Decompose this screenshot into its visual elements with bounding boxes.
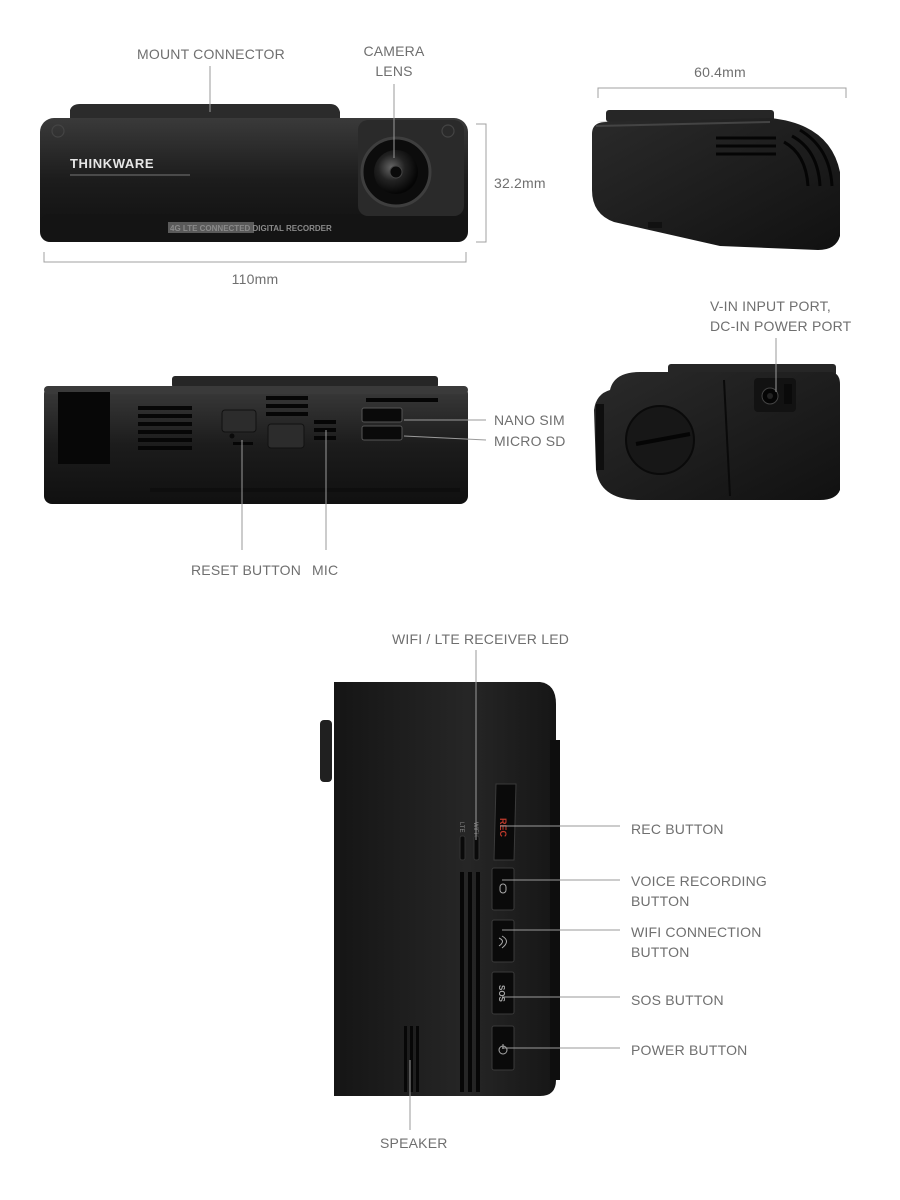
sos-button-text: SOS <box>497 985 506 1003</box>
top-view <box>44 376 468 504</box>
brand-logo: THINKWARE <box>70 156 154 171</box>
mount-connector-label: MOUNT CONNECTOR <box>137 46 285 62</box>
wifi-icon <box>498 935 507 949</box>
rec-button-label: REC BUTTON <box>631 821 724 837</box>
depth-dimension-label: 60.4mm <box>694 64 746 80</box>
v-in-port-label-line2: DC-IN POWER PORT <box>710 318 852 334</box>
back-view: LTE WiFi REC SOS <box>320 682 560 1096</box>
width-dimension-label: 110mm <box>231 271 279 287</box>
wifi-connection-label-line2: BUTTON <box>631 944 690 960</box>
side-view <box>592 110 840 250</box>
height-dimension-label: 32.2mm <box>494 175 546 191</box>
front-view: THINKWARE 4G LTE CONNECTED DIGITAL RECOR… <box>40 104 468 242</box>
speaker-label: SPEAKER <box>380 1135 448 1151</box>
power-button-label: POWER BUTTON <box>631 1042 748 1058</box>
v-in-port-label-line1: V-IN INPUT PORT, <box>710 298 831 314</box>
rec-button-text: REC <box>498 818 508 838</box>
leader-lines <box>209 66 777 1130</box>
camera-lens-label-line2: LENS <box>375 63 413 79</box>
micro-sd-slot <box>361 425 403 441</box>
mic-hole <box>233 442 253 445</box>
top-vent-right <box>266 396 336 440</box>
camera-lens-label-line1: CAMERA <box>363 43 425 59</box>
sos-button-label: SOS BUTTON <box>631 992 724 1008</box>
micro-sd-label: MICRO SD <box>494 433 566 449</box>
top-vent-left <box>138 406 192 450</box>
camera-lens-label: CAMERA LENS <box>354 41 434 81</box>
voice-recording-label-line2: BUTTON <box>631 893 690 909</box>
nano-sim-label: NANO SIM <box>494 412 565 428</box>
microphone-icon <box>499 883 507 894</box>
mic-label: MIC <box>312 562 339 578</box>
lte-led-label: LTE <box>458 822 464 833</box>
nano-sim-slot <box>361 407 403 423</box>
voice-recording-label-line1: VOICE RECORDING <box>631 873 768 889</box>
side-vent <box>716 136 776 156</box>
voice-recording-button-label: VOICE RECORDING BUTTON <box>631 871 767 911</box>
wifi-led-label: WiFi <box>472 822 478 834</box>
reset-hole <box>229 433 235 439</box>
back-vent <box>460 872 480 1092</box>
dimension-lines <box>43 87 847 263</box>
led-label: WIFI / LTE RECEIVER LED <box>392 631 570 647</box>
wifi-connection-label-line1: WIFI CONNECTION <box>631 924 762 940</box>
led-indicators: LTE WiFi <box>458 822 480 861</box>
reset-button-label: RESET BUTTON <box>191 562 302 578</box>
wifi-connection-button-label: WIFI CONNECTION BUTTON <box>631 922 762 962</box>
v-in-port-label: V-IN INPUT PORT, DC-IN POWER PORT <box>710 296 851 336</box>
speaker-grille <box>404 1026 419 1092</box>
rear-side-view <box>594 364 840 500</box>
device-band-text: 4G LTE CONNECTED DIGITAL RECORDER <box>170 224 332 233</box>
